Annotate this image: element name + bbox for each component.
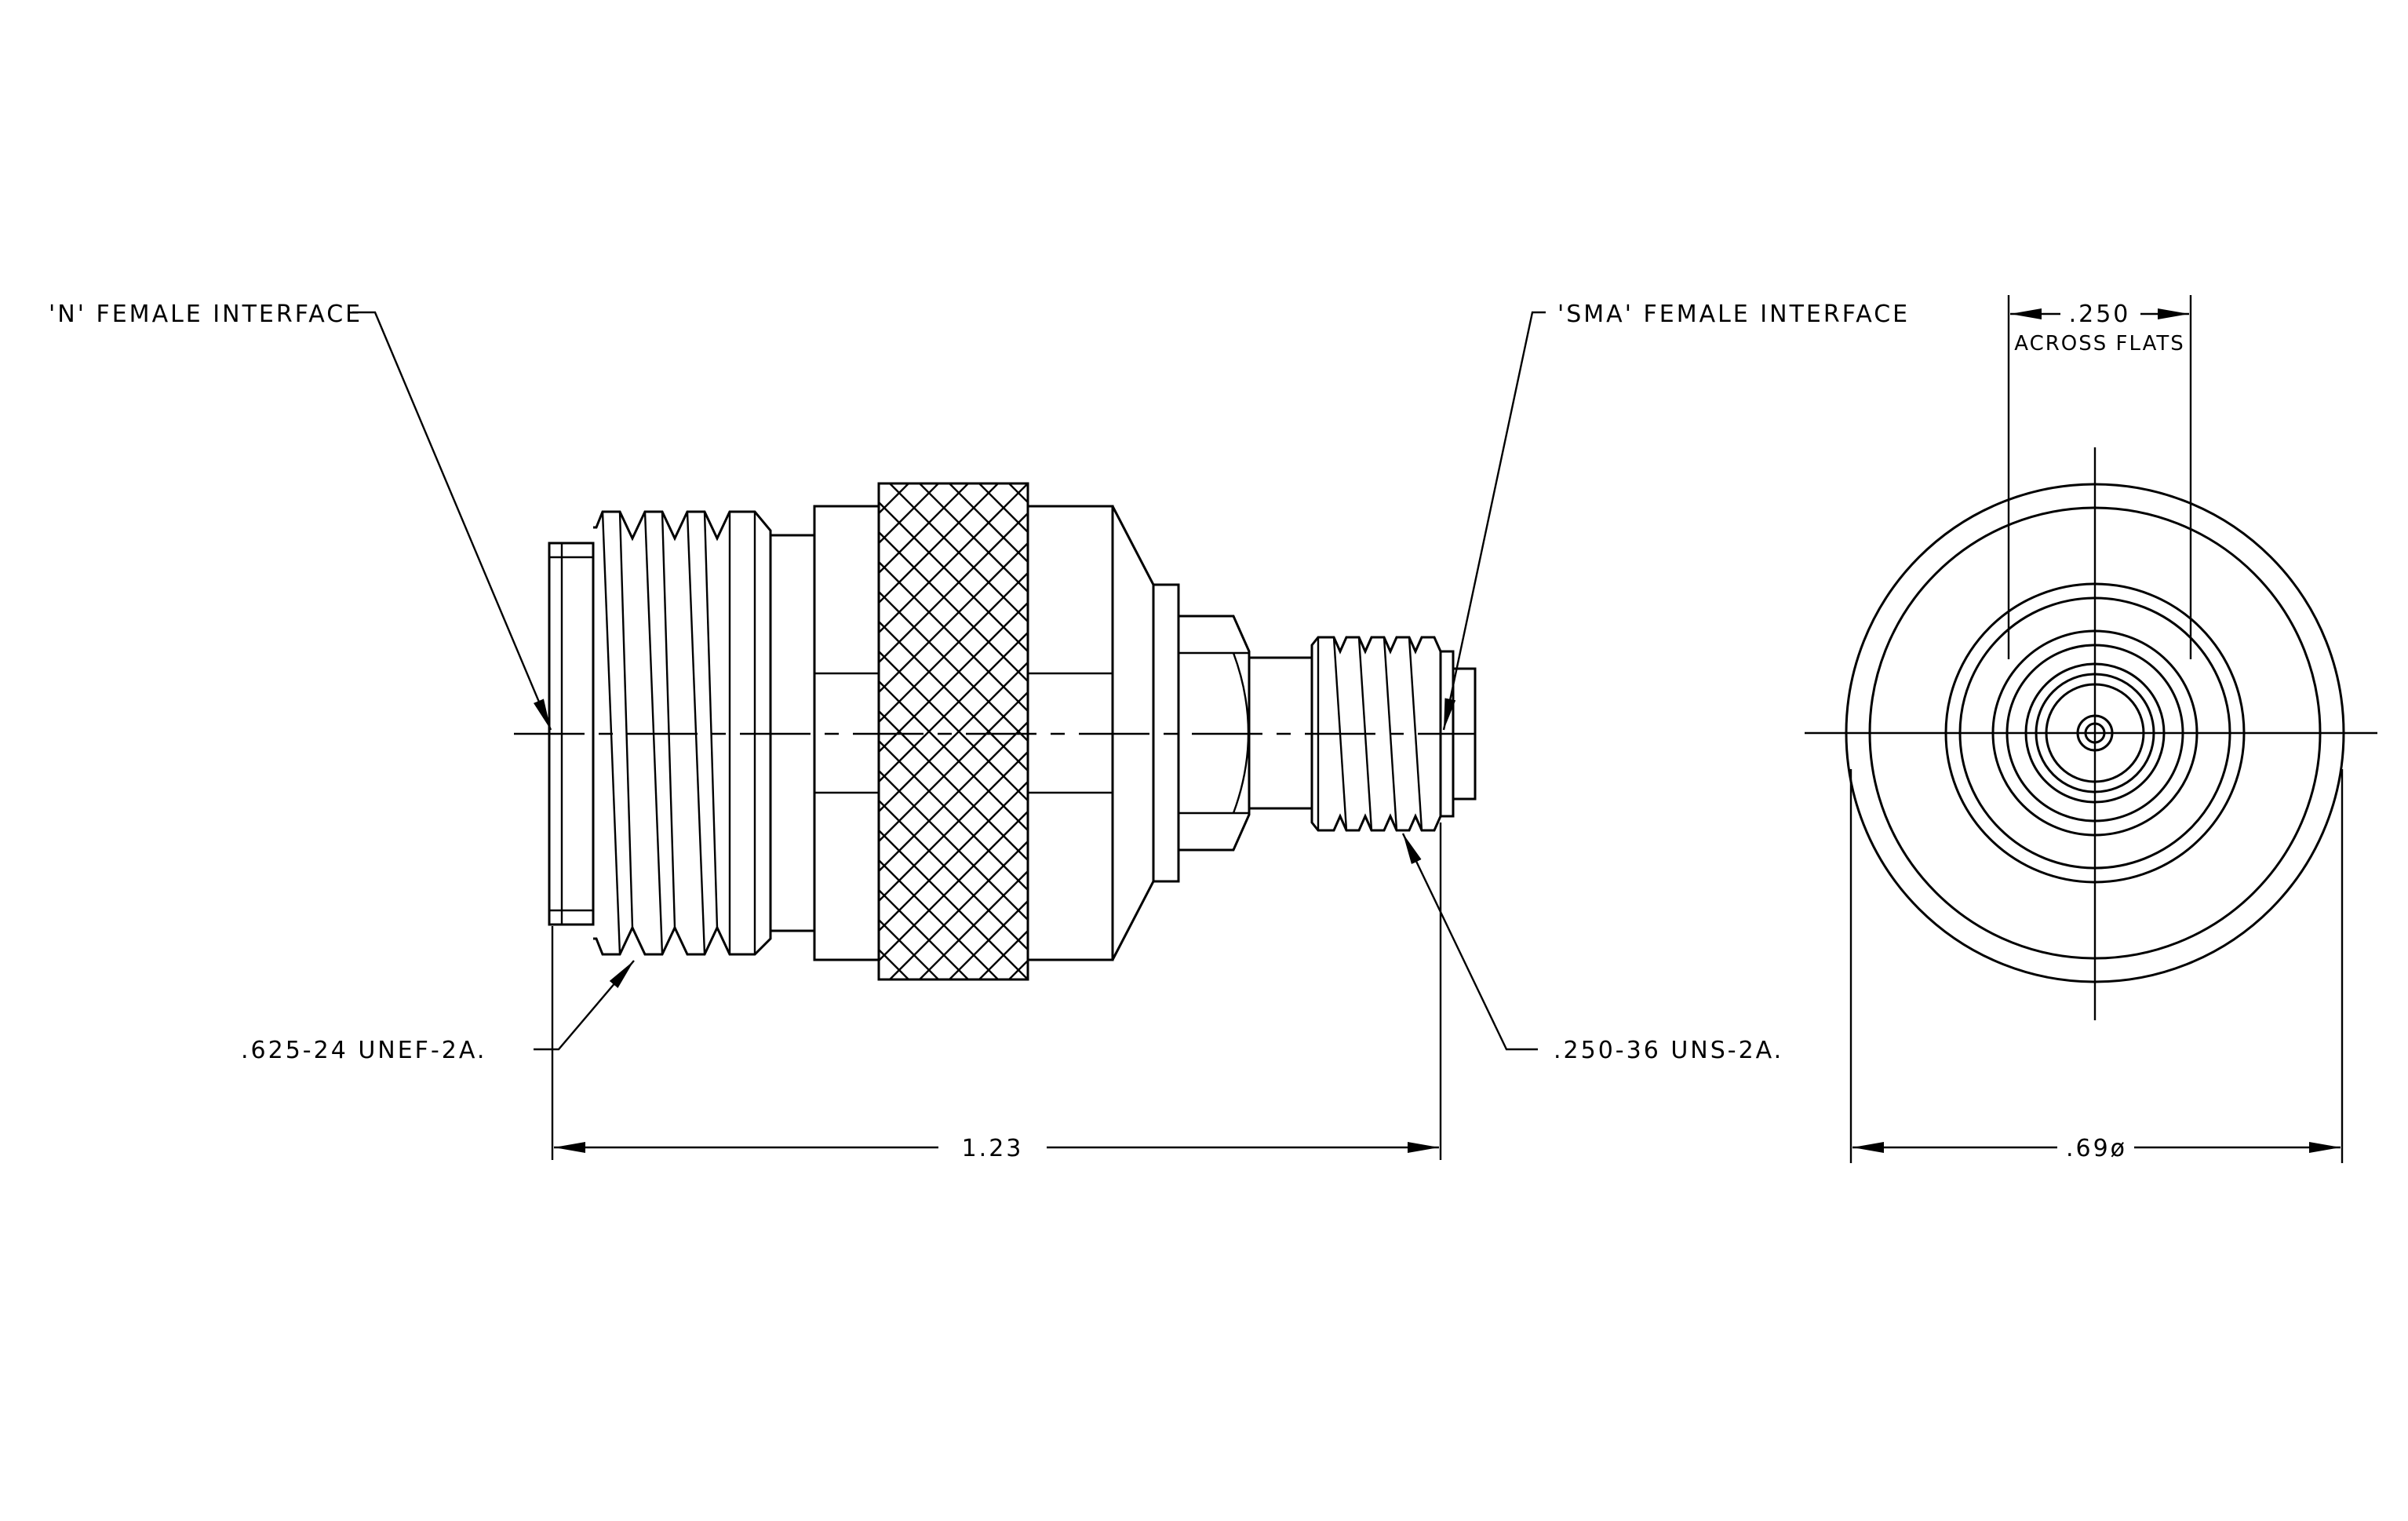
knurl-line (919, 483, 1028, 593)
diameter-label: .69ø (2066, 1135, 2127, 1162)
knurl-line (1069, 483, 1565, 979)
knurl-line (1277, 483, 1773, 979)
sma-interface-body (1439, 650, 1477, 818)
knurl-line (879, 631, 1028, 783)
knurl-line (879, 512, 1028, 664)
knurl-line (1248, 483, 1743, 979)
knurl-line (1486, 483, 1982, 979)
knurl-line (1516, 483, 2012, 979)
n-thread-leader (534, 960, 635, 1051)
knurl-line (879, 799, 1028, 951)
knurl-line (879, 769, 1028, 921)
knurl-line (889, 483, 1028, 623)
knurl-line (879, 483, 999, 604)
knurl-line (1277, 483, 1773, 979)
across-flats-value: .250 (2069, 301, 2131, 328)
end-view (1805, 447, 2377, 1020)
knurl-line (1218, 483, 1714, 979)
knurl-line (1307, 483, 1803, 979)
outer-body-circle (1845, 483, 2345, 983)
knurl-line (879, 601, 1028, 753)
sma-thread (1310, 636, 1442, 832)
knurled-body (877, 482, 2012, 981)
knurl-line (1098, 483, 1594, 979)
knurl-line (879, 501, 1028, 653)
knurl-line (1426, 483, 1922, 979)
knurl-line (1188, 483, 1684, 979)
knurl-line (1337, 483, 1833, 979)
knurl-line (1069, 483, 1565, 979)
knurl-line (879, 483, 969, 574)
knurl-line (1188, 483, 1684, 979)
knurl-line (879, 483, 1028, 634)
knurl-line (1128, 483, 1624, 979)
n-thread-label: .625-24 UNEF-2A. (241, 1037, 486, 1064)
knurl-line (879, 888, 969, 979)
knurl-line (879, 780, 1028, 932)
sma-thread-leader (1401, 833, 1538, 1051)
knurl-line (1307, 483, 1803, 979)
knurl-line (879, 918, 939, 979)
n-interface-body (548, 542, 595, 926)
n-interface-leader (352, 311, 552, 731)
knurl-line (1516, 483, 2012, 979)
knurl-line (879, 750, 1028, 903)
across-flats-note: ACROSS FLATS (2014, 332, 2184, 356)
sma-thread-label: .250-36 UNS-2A. (1554, 1037, 1783, 1064)
knurl-line (978, 483, 1028, 534)
knurl-line (1337, 483, 1833, 979)
sma-interface-leader (1442, 311, 1546, 731)
n-thread (593, 510, 772, 956)
knurl-line (1008, 959, 1028, 979)
knurl-line (879, 810, 1028, 962)
center-pin (2076, 714, 2114, 752)
overall-length-label: 1.23 (962, 1135, 1024, 1162)
knurl-line (879, 531, 1028, 683)
knurl-line (1397, 483, 1893, 979)
knurl-line (889, 840, 1028, 979)
knurl-line (1456, 483, 1952, 979)
knurl-line (978, 929, 1028, 979)
knurl-line (879, 720, 1028, 873)
n-interface-label: 'N' FEMALE INTERFACE (49, 301, 362, 328)
knurl-line (879, 829, 1028, 979)
annotations (352, 295, 2344, 1163)
knurl-line (1158, 483, 1654, 979)
knurl-line (879, 560, 1028, 713)
sma-interface-label: 'SMA' FEMALE INTERFACE (1557, 301, 1910, 328)
knurl-line (879, 859, 999, 979)
knurl-line (1008, 483, 1028, 504)
knurl-line (879, 661, 1028, 813)
knurl-line (1098, 483, 1594, 979)
side-view (514, 482, 2012, 981)
knurl-line (1456, 483, 1952, 979)
knurl-line (919, 870, 1028, 979)
knurl-line (879, 483, 939, 545)
knurl-line (879, 691, 1028, 843)
knurl-line (1397, 483, 1893, 979)
knurl-line (1426, 483, 1922, 979)
knurl-line (879, 542, 1028, 694)
knurl-line (1218, 483, 1714, 979)
knurl-line (1128, 483, 1624, 979)
knurl-line (1486, 483, 1982, 979)
knurl-line (1158, 483, 1654, 979)
knurl-line (1248, 483, 1743, 979)
